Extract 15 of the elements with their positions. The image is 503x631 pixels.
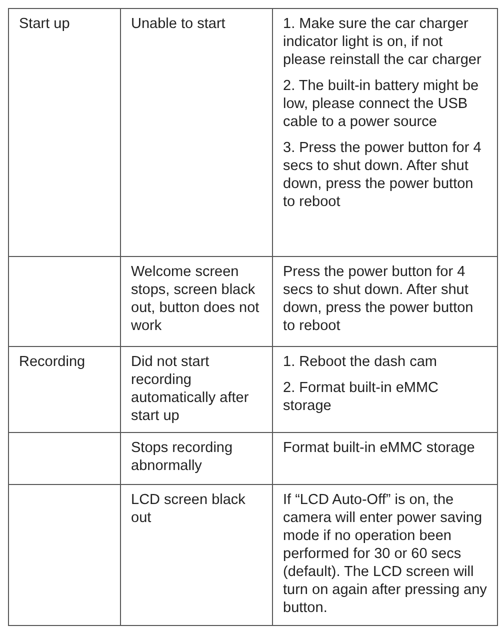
table-text: 3. Press the power button for 4 secs to shut down. After shut down, press the power button to reboot [283,139,482,211]
table-text: Welcome screen stops, screen black out, button does not work [131,263,260,335]
table-text: Start up [19,15,71,33]
table-text: Did not start recording automatically after start up [131,353,250,425]
table-text: Format built-in eMMC storage [283,439,476,457]
table-text: LCD screen black out [131,491,246,527]
table-text: Press the power button for 4 secs to shut down. After shut down, press the power button to reboot [283,263,474,335]
table-text: 1. Make sure the car charger indicator light is on, if not please reinstall the car charger [283,15,482,69]
table-text: 1. Reboot the dash cam [283,353,438,371]
table-text: 2. The built-in battery might be low, please connect the USB cable to a power source [283,77,480,131]
table-text: Stops recording abnormally [131,439,234,475]
table-text: Unable to start [131,15,226,33]
table-text: Recording [19,353,86,371]
table-text: 2. Format built-in eMMC storage [283,379,440,415]
table-text: If “LCD Auto-Off” is on, the camera will enter power saving mode if no operation been performed for 30 or 60 secs (default). The LCD screen will turn on again after pressing any button. [283,491,487,617]
